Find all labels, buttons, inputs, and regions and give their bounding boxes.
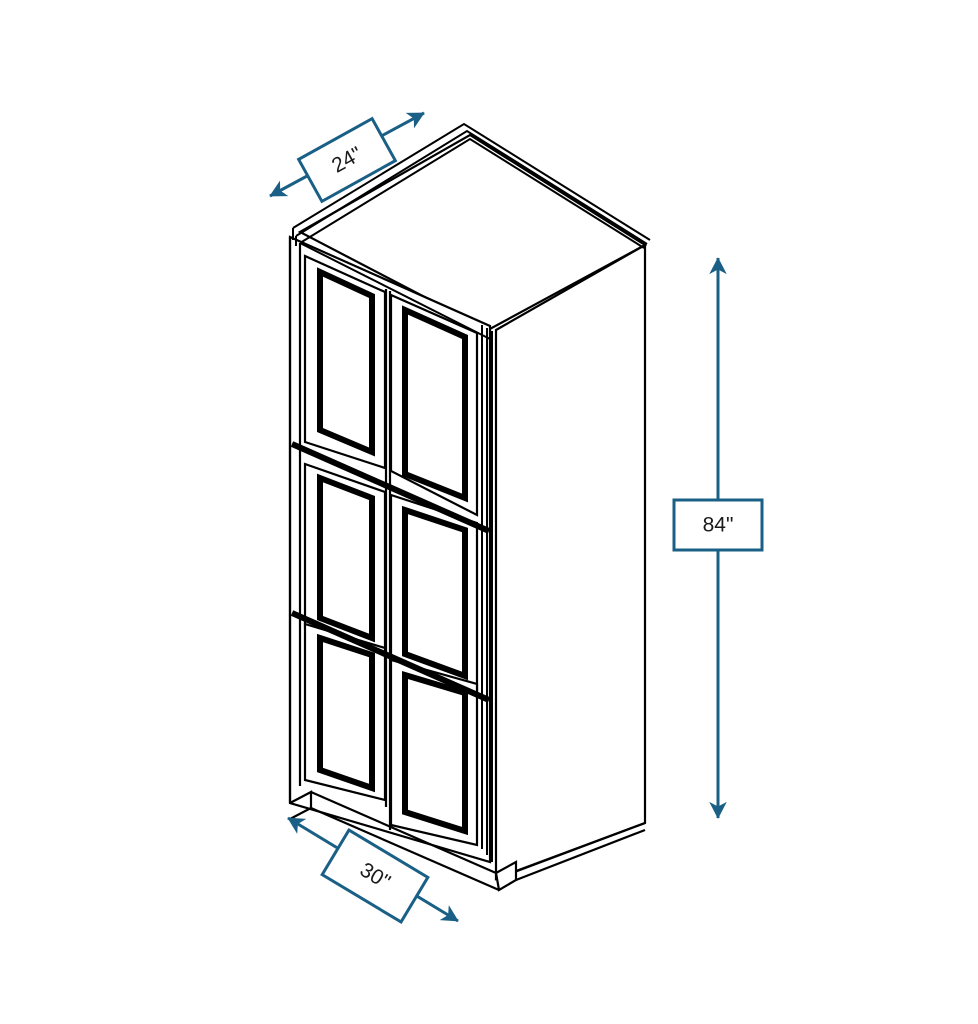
toe-kick-left-step bbox=[289, 790, 313, 820]
door-center-seam bbox=[384, 289, 392, 830]
door-recessed-panel bbox=[317, 633, 375, 793]
door-panel-right-bottom[interactable] bbox=[389, 658, 479, 847]
door-panel-left-bottom[interactable] bbox=[303, 622, 387, 802]
cabinet-bottom-right-edge bbox=[515, 821, 646, 873]
molding-line-inner bbox=[299, 137, 645, 249]
door-panel-left-top[interactable] bbox=[303, 254, 387, 470]
molding-line-middle bbox=[295, 129, 648, 245]
cabinet-front-right-edge bbox=[481, 325, 497, 879]
door-recessed-panel bbox=[402, 305, 468, 503]
row-seam-lower bbox=[290, 610, 491, 703]
dimension-label-height: 84" bbox=[703, 514, 734, 537]
door-column-left[interactable] bbox=[303, 254, 387, 802]
door-panel-right-top[interactable] bbox=[389, 293, 479, 517]
door-recessed-panel bbox=[402, 670, 468, 836]
door-recessed-panel bbox=[317, 267, 375, 457]
door-recessed-panel bbox=[317, 473, 375, 643]
row-seam-upper bbox=[290, 441, 491, 534]
cabinet-face-left-edge bbox=[288, 237, 302, 803]
door-panel-right-middle[interactable] bbox=[389, 493, 479, 692]
dimension-label-box-width bbox=[320, 827, 430, 925]
cabinet-top-molding bbox=[292, 122, 651, 340]
door-recessed-panel bbox=[402, 505, 468, 681]
cabinet-bottom-right-edge-lower bbox=[515, 828, 646, 882]
dimension-label-box-height bbox=[672, 498, 764, 552]
molding-front-band bbox=[299, 242, 491, 340]
door-row-seams bbox=[290, 441, 491, 703]
dimension-width-30: 30" bbox=[287, 816, 459, 925]
door-column-right[interactable] bbox=[389, 293, 479, 847]
cabinet-right-side-panel bbox=[494, 243, 647, 881]
dimension-height-84: 84" bbox=[672, 257, 764, 819]
dimension-depth-24: 24" bbox=[269, 111, 425, 204]
dimension-label-box-depth bbox=[296, 116, 398, 204]
